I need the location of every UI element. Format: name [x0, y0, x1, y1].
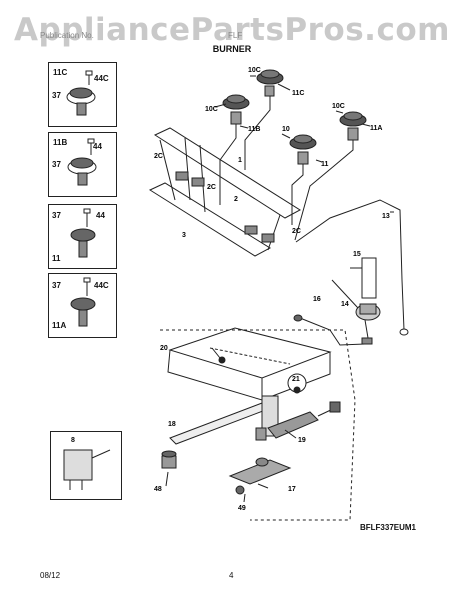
callout: 37 [52, 211, 61, 220]
footer-date: 08/12 [40, 571, 61, 580]
inset-11b [48, 132, 117, 197]
callout: 2C [207, 184, 216, 191]
callout: 10C [332, 103, 345, 110]
callout: 11C [292, 90, 304, 97]
inset-11 [48, 204, 117, 269]
callout: 19 [298, 437, 306, 444]
callout: 15 [353, 251, 361, 258]
callout: 16 [313, 296, 321, 303]
callout: 20 [160, 345, 168, 352]
model-label: FLF [228, 31, 243, 40]
callout: 37 [52, 281, 61, 290]
callout: 10C [205, 106, 218, 113]
callout: 10 [282, 126, 290, 133]
callout: 1 [238, 157, 242, 164]
inset-11a [48, 273, 117, 338]
callout: 21 [292, 376, 300, 383]
callout: 48 [154, 486, 162, 493]
callout: 10C [248, 67, 261, 74]
detail-inset-8 [50, 431, 122, 500]
callout: 2 [234, 196, 238, 203]
callout: 3 [182, 232, 186, 239]
burner-head-10c-top [256, 69, 284, 85]
callout: 11B [248, 126, 260, 133]
callout: 44C [94, 281, 109, 290]
callout: 2C [154, 153, 163, 160]
burner-head-10-right [289, 134, 317, 150]
callout: 14 [341, 301, 349, 308]
callout: 44 [96, 211, 105, 220]
callout: 2C [292, 228, 301, 235]
callout: 11C [53, 68, 68, 77]
section-title: BURNER [212, 44, 252, 54]
callout: 17 [288, 486, 296, 493]
callout: 11A [370, 125, 382, 132]
publication-label: Publication No. [40, 31, 94, 40]
callout: 49 [238, 505, 246, 512]
callout: 37 [52, 160, 61, 169]
inset-11c [48, 62, 117, 127]
callout: 11B [53, 138, 68, 147]
diagram-code: BFLF337EUM1 [359, 523, 416, 532]
watermark: AppliancePartsPros.com [14, 12, 450, 48]
callout: 44C [94, 74, 109, 83]
footer-page: 4 [229, 571, 234, 580]
callout: 44 [93, 142, 102, 151]
burner-head-10c-left [222, 94, 250, 110]
callout: 37 [52, 91, 61, 100]
callout: 11 [321, 161, 329, 168]
callout: 8 [71, 437, 75, 444]
burner-head-10c-far [339, 111, 367, 127]
callout: 11 [52, 254, 61, 263]
callout: 11A [52, 321, 67, 330]
callout: 18 [168, 421, 176, 428]
callout: 13 [382, 213, 390, 220]
